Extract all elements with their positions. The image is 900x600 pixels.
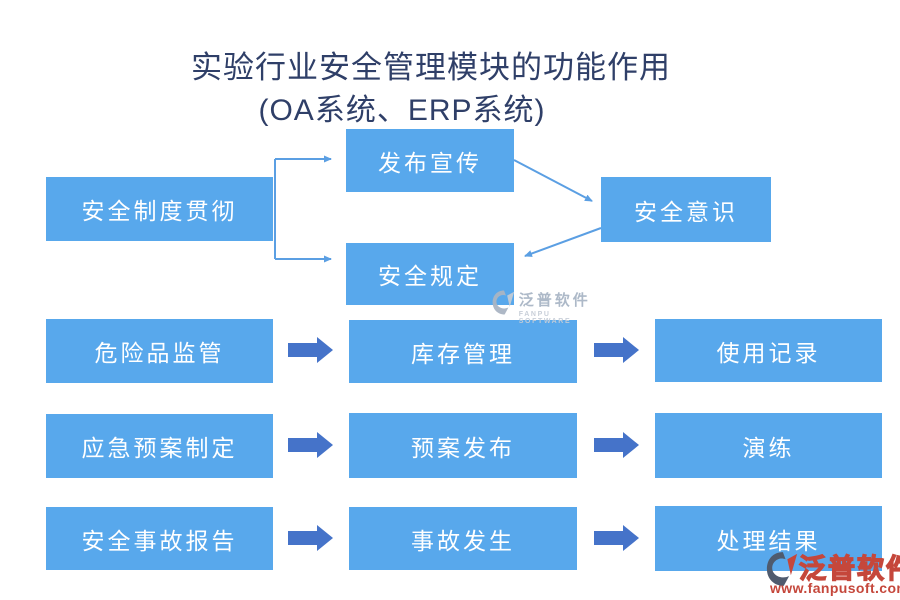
node-label: 使用记录 (716, 339, 821, 366)
block-arrow-inventory-to-usage (594, 337, 639, 363)
watermark-url: www.fanpusoft.com (770, 580, 900, 596)
page-subtitle: (OA系统、ERP系统) (258, 94, 546, 127)
block-arrow-accident-to-result (594, 525, 639, 551)
node-label: 应急预案制定 (81, 435, 238, 461)
block-arrow-report-to-accident (288, 525, 333, 551)
arrow-awareness-to-regulations (524, 227, 602, 257)
node-publish-promotion: 发布宣传 (346, 129, 514, 192)
node-accident-occurrence: 事故发生 (349, 507, 577, 570)
block-arrow-plan-to-publish (288, 432, 333, 458)
watermark-name: 泛普软件 (798, 553, 900, 584)
fanpu-logo-icon (766, 552, 798, 586)
watermark-center: 泛普软件 FANPU SOFTWARE (492, 289, 602, 325)
node-label: 危险品监管 (94, 340, 225, 366)
node-safety-regulations: 安全规定 (346, 243, 514, 305)
node-accident-reporting: 安全事故报告 (46, 507, 273, 570)
node-drills: 演练 (655, 413, 882, 478)
node-label: 预案发布 (411, 434, 515, 461)
watermark-corner: 泛普软件 www.fanpusoft.com (766, 547, 900, 600)
node-label: 安全事故报告 (81, 527, 238, 554)
node-hazmat-supervision: 危险品监管 (46, 319, 273, 383)
arrow-publish-to-awareness (513, 159, 593, 202)
node-handling-results: 处理结果 (655, 506, 882, 571)
block-arrow-publish-to-drill (594, 432, 639, 458)
watermark-subtitle: FANPU SOFTWARE (518, 311, 572, 325)
node-label: 发布宣传 (378, 149, 482, 176)
node-label: 演练 (742, 434, 795, 461)
node-plan-publishing: 预案发布 (349, 413, 577, 478)
node-usage-records: 使用记录 (655, 319, 882, 382)
node-safety-system-implementation: 安全制度贯彻 (46, 177, 273, 241)
node-label: 库存管理 (411, 340, 515, 367)
page-title: 实验行业安全管理模块的功能作用 (191, 50, 671, 85)
watermark-name: 泛普软件 (518, 292, 591, 309)
node-label: 安全规定 (378, 263, 482, 289)
block-arrow-hazmat-to-inventory (288, 337, 333, 363)
node-label: 事故发生 (411, 527, 515, 554)
node-label: 安全意识 (634, 198, 738, 225)
node-label: 处理结果 (716, 527, 821, 554)
node-inventory-management: 库存管理 (349, 320, 577, 383)
node-label: 安全制度贯彻 (81, 198, 238, 224)
fanpu-logo-icon (492, 290, 515, 315)
node-emergency-plan-creation: 应急预案制定 (46, 414, 273, 478)
node-safety-awareness: 安全意识 (601, 177, 771, 242)
